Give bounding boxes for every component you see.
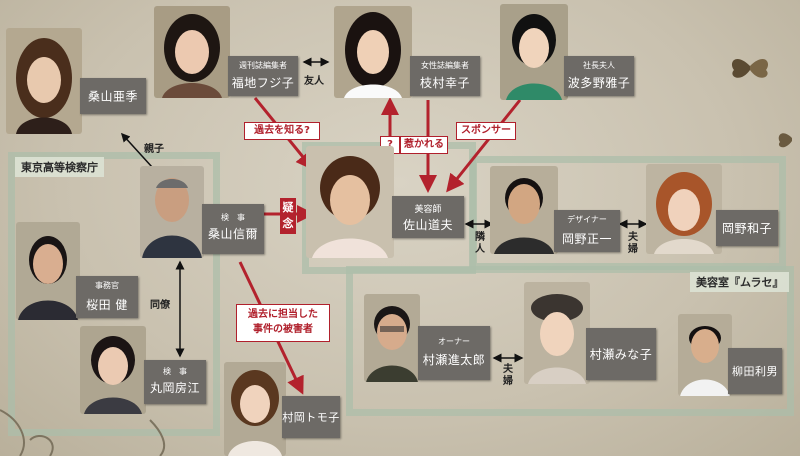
name-sakuta: 桜田 健 <box>86 298 128 312</box>
name-murase-shintaro: 村瀬進太郎 <box>422 353 486 367</box>
relation-neighbor: 隣人 <box>475 232 485 255</box>
vine-decoration <box>0 409 166 456</box>
name-muraoka: 村岡トモ子 <box>282 411 340 424</box>
portrait-maruoka <box>80 326 146 414</box>
name-kuwayama-shinji: 桑山信爾 <box>207 227 258 241</box>
name-card-murase-shintaro: オーナー 村瀬進太郎 <box>418 326 490 380</box>
label-knows-past: 過去を知る? <box>244 122 320 140</box>
name-sayama: 佐山道夫 <box>402 218 453 232</box>
portrait-fukuchi <box>154 6 230 98</box>
relation-colleague: 同僚 <box>150 300 170 311</box>
role-maruoka: 検 事 <box>163 367 187 376</box>
label-suspicion: 疑念 <box>280 198 296 234</box>
portrait-okano-shoichi <box>490 166 558 254</box>
name-card-murase-minako: 村瀬みな子 <box>586 328 656 380</box>
label-attracted: 惹かれる <box>400 136 448 154</box>
portrait-yanagida <box>678 314 732 396</box>
portrait-edamura <box>334 6 412 98</box>
arrow-hatano-to-sayama <box>446 99 522 193</box>
name-card-fukuchi: 週刊誌編集者 福地フジ子 <box>228 56 298 96</box>
relation-couple2: 夫婦 <box>503 364 513 387</box>
role-hatano: 社長夫人 <box>583 61 615 70</box>
role-fukuchi: 週刊誌編集者 <box>239 61 287 70</box>
name-card-maruoka: 検 事 丸岡房江 <box>144 360 206 404</box>
portrait-okano-kazuko <box>646 164 722 254</box>
role-kuwayama-shinji: 検 事 <box>221 213 245 222</box>
role-murase-shintaro: オーナー <box>438 337 470 346</box>
name-card-muraoka: 村岡トモ子 <box>282 396 340 438</box>
portrait-muraoka <box>224 362 286 456</box>
name-maruoka: 丸岡房江 <box>149 381 200 395</box>
name-card-okano-kazuko: 岡野和子 <box>716 210 778 246</box>
portrait-kuwayama-shinji <box>140 166 204 258</box>
role-edamura: 女性誌編集者 <box>421 61 469 70</box>
name-card-sakuta: 事務官 桜田 健 <box>76 276 138 318</box>
label-suspicion-text: 疑念 <box>282 201 294 230</box>
portrait-sayama <box>306 146 394 258</box>
name-okano-shoichi: 岡野正一 <box>561 232 612 246</box>
name-card-kuwayama-shinji: 検 事 桑山信爾 <box>202 204 264 254</box>
group-title-salon: 美容室『ムラセ』 <box>690 272 790 292</box>
name-card-yanagida: 柳田利男 <box>728 348 782 394</box>
role-sakuta: 事務官 <box>95 281 119 290</box>
name-yanagida: 柳田利男 <box>732 365 778 378</box>
name-card-kuwayama-aki: 桑山亜季 <box>80 78 146 114</box>
relation-parent-child: 親子 <box>144 144 164 155</box>
name-edamura: 枝村幸子 <box>419 76 470 90</box>
name-okano-kazuko: 岡野和子 <box>721 221 772 236</box>
label-victim-line2: 事件の被害者 <box>253 324 313 335</box>
label-victim-line1: 過去に担当した <box>248 309 318 320</box>
name-card-edamura: 女性誌編集者 枝村幸子 <box>410 56 480 96</box>
group-frame-police <box>8 152 220 436</box>
name-card-sayama: 美容師 佐山道夫 <box>392 196 464 238</box>
portrait-sakuta <box>16 222 80 320</box>
name-card-okano-shoichi: デザイナー 岡野正一 <box>554 210 620 252</box>
butterfly-icon <box>731 58 769 78</box>
relation-couple1: 夫婦 <box>628 232 638 255</box>
relation-friend: 友人 <box>304 76 324 87</box>
group-title-police: 東京高等検察庁 <box>15 157 104 177</box>
portrait-murase-shintaro <box>364 294 420 382</box>
group-frame-okano <box>470 156 786 270</box>
role-sayama: 美容師 <box>414 205 442 215</box>
name-card-hatano: 社長夫人 波多野雅子 <box>564 56 634 96</box>
name-hatano: 波多野雅子 <box>567 76 631 90</box>
portrait-kuwayama-aki <box>6 28 82 134</box>
portrait-hatano <box>500 4 568 100</box>
label-victim: 過去に担当した 事件の被害者 <box>236 304 330 342</box>
role-okano-shoichi: デザイナー <box>567 215 607 224</box>
label-sponsor: スポンサー <box>456 122 516 140</box>
portrait-murase-minako <box>524 282 590 384</box>
name-murase-minako: 村瀬みな子 <box>589 347 653 362</box>
name-kuwayama-aki: 桑山亜季 <box>87 89 138 104</box>
name-fukuchi: 福地フジ子 <box>231 76 295 90</box>
butterfly-icon <box>778 133 792 148</box>
